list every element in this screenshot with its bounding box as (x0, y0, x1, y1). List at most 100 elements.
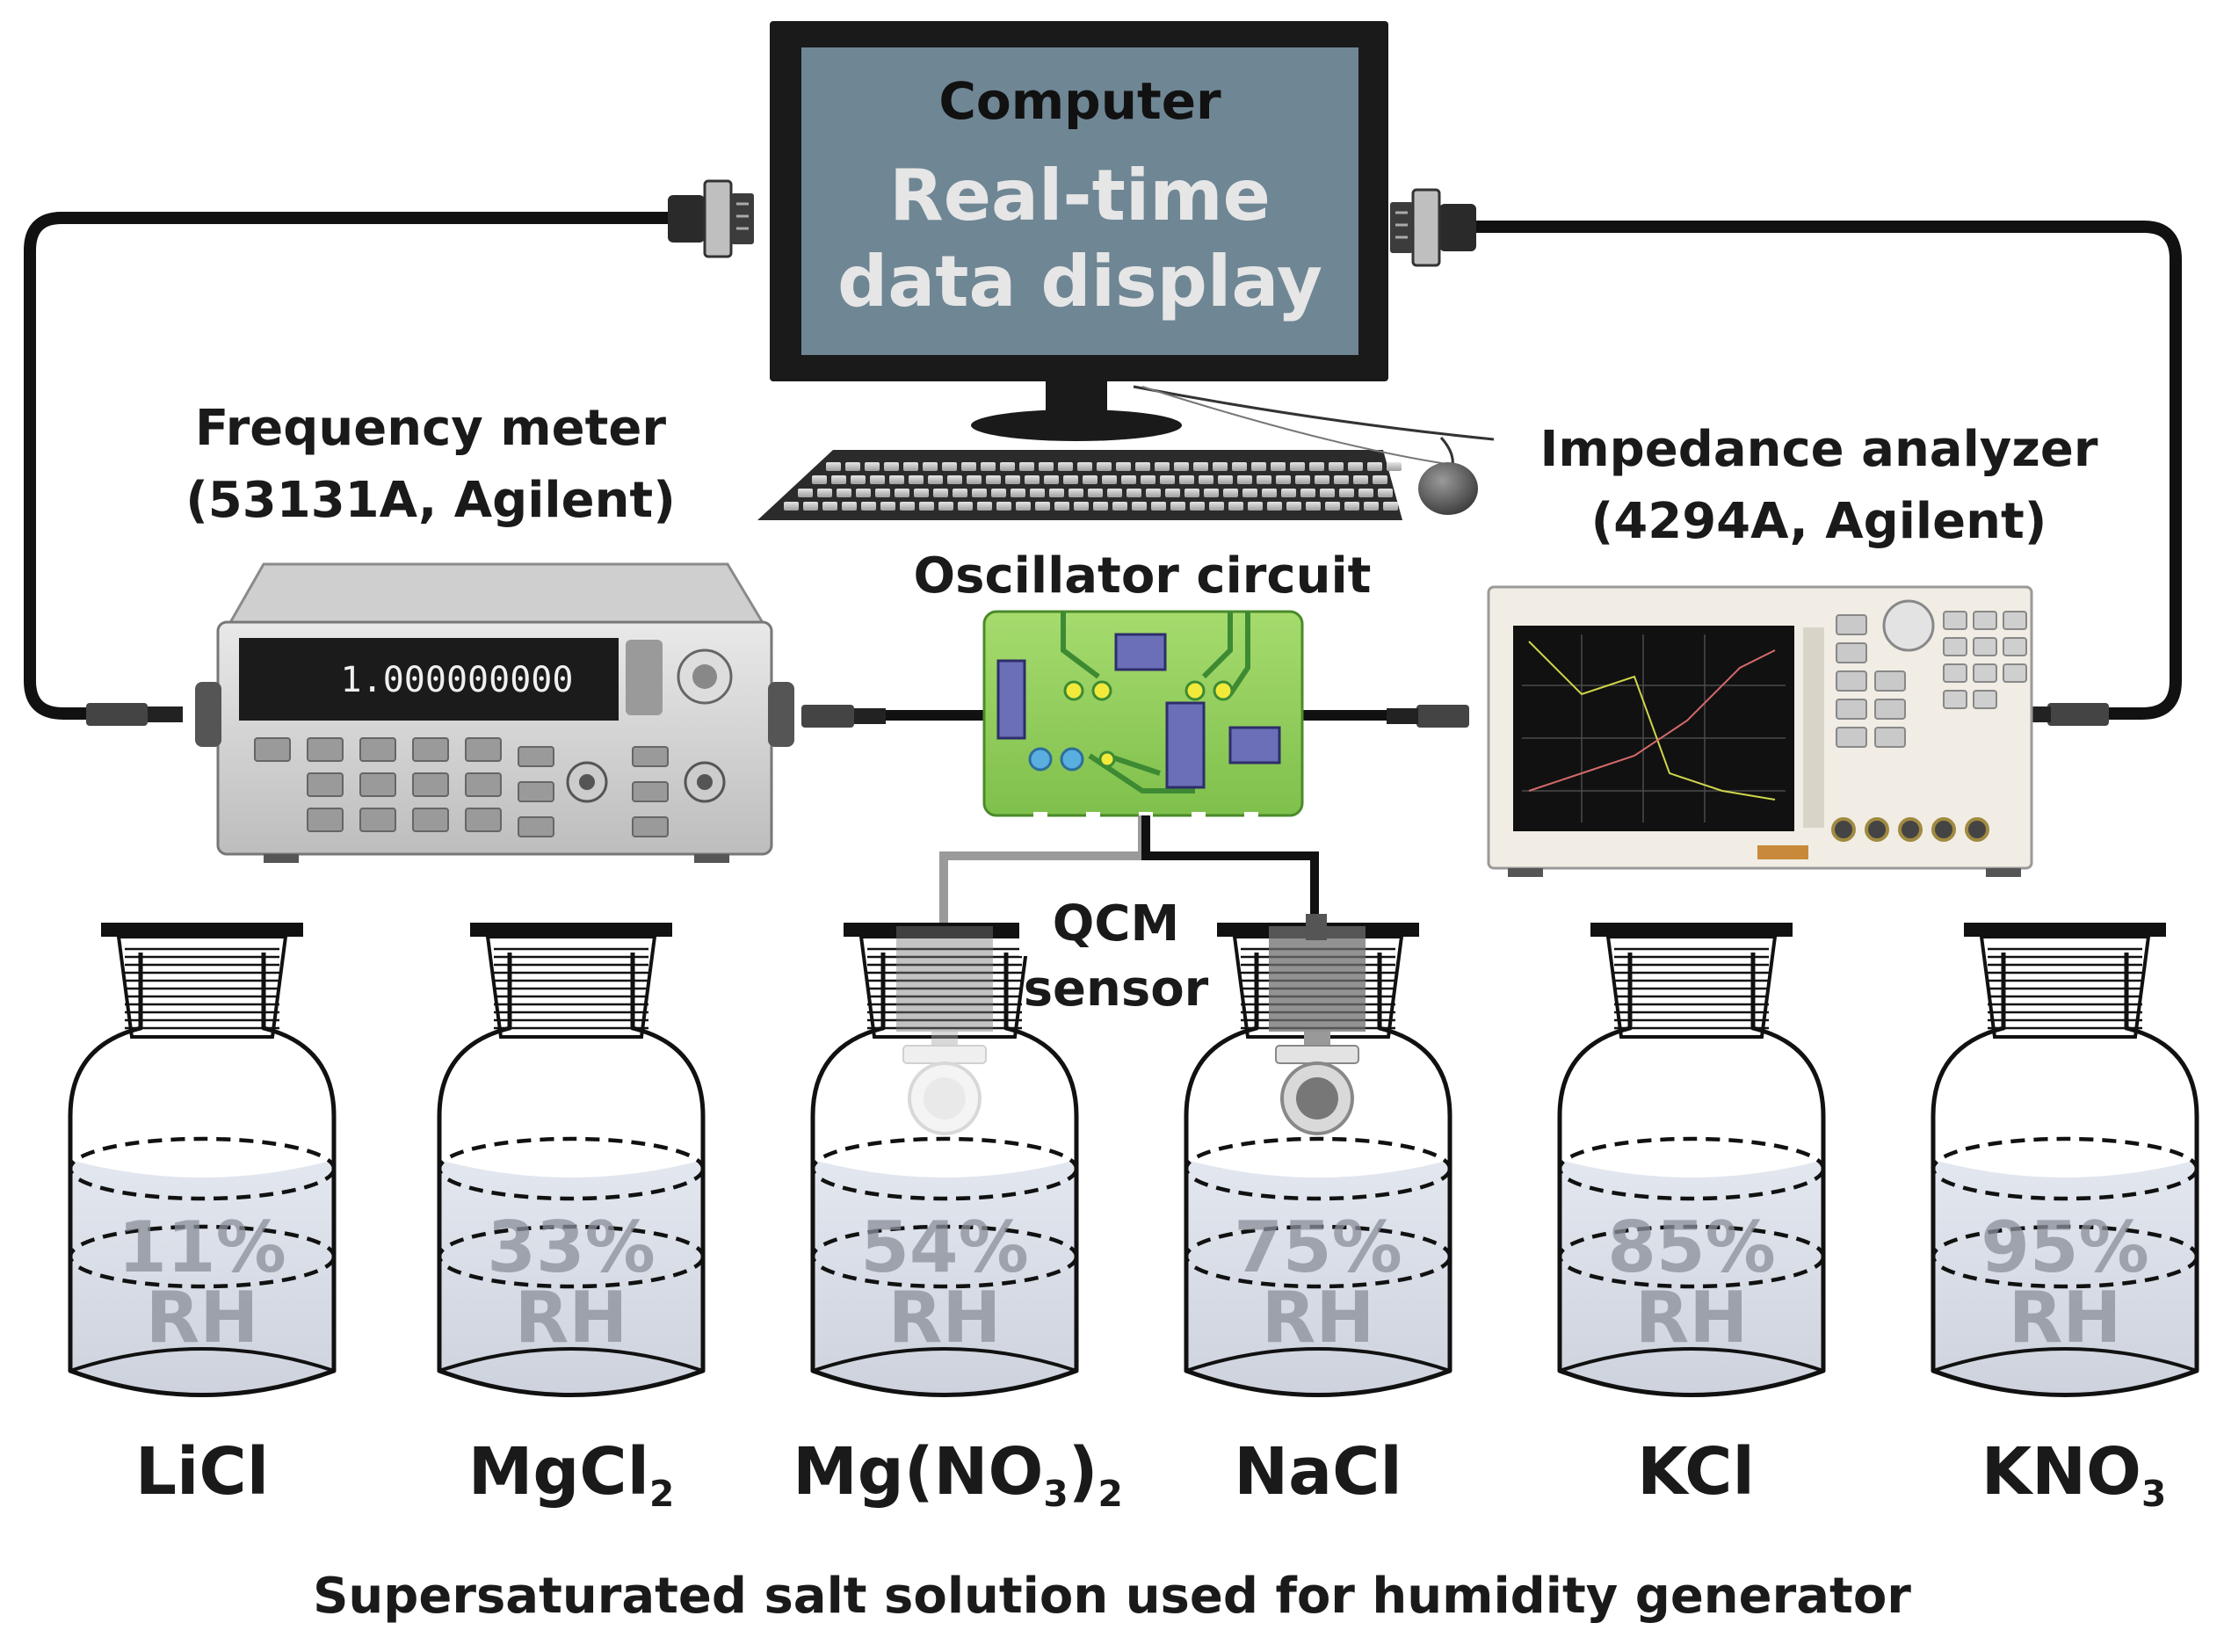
keyboard-key (884, 462, 899, 471)
keyboard-key (1387, 462, 1402, 471)
keyboard-key (1146, 489, 1161, 497)
keyboard-key (831, 475, 846, 484)
keyboard-key (1151, 502, 1166, 511)
keyboard-key (1035, 502, 1050, 511)
salt-label-licl: LiCl (62, 1432, 343, 1511)
keyboard-key (938, 502, 953, 511)
keyboard-key (1179, 475, 1194, 484)
keyboard-key (822, 502, 837, 511)
frequency-meter-device-icon (195, 562, 794, 863)
impedance-analyzer-device-icon (1487, 585, 2033, 877)
figure-caption: Supersaturated salt solution used for hu… (313, 1568, 1911, 1625)
oscillator-circuit-label: Oscillator circuit (913, 547, 1372, 605)
keyboard-key (1030, 489, 1045, 497)
bottle-5-rh-value: 85% (1607, 1206, 1776, 1288)
bottle-5-icon (1557, 923, 1826, 1397)
keyboard-key (1251, 462, 1266, 471)
keyboard-key (1005, 475, 1020, 484)
keyboard-key (1016, 502, 1031, 511)
keyboard-key (1364, 502, 1379, 511)
cable-left (24, 212, 668, 720)
keyboard-key (986, 475, 1001, 484)
keyboard-key (909, 475, 924, 484)
bottle-4-rh-unit: RH (1261, 1277, 1375, 1359)
keyboard-key (1228, 502, 1243, 511)
keyboard-key (1353, 475, 1368, 484)
keyboard-key (1000, 462, 1015, 471)
salt-name: NaCl (1234, 1434, 1402, 1510)
keyboard-key (1025, 475, 1040, 484)
keyboard-key (1074, 502, 1089, 511)
bottle-3-rh-unit: RH (887, 1277, 1002, 1359)
salt-name-tail: ) (1068, 1434, 1098, 1510)
keyboard-key (1329, 462, 1344, 471)
keyboard-key (1348, 462, 1363, 471)
keyboard-key (1320, 489, 1335, 497)
keyboard-key (1174, 462, 1189, 471)
keyboard-key (1165, 489, 1180, 497)
bottle-3-icon (810, 923, 1079, 1397)
keyboard-key (889, 475, 904, 484)
keyboard-key (798, 489, 813, 497)
bottle-2-rh-value: 33% (487, 1206, 656, 1288)
keyboard-key (1248, 502, 1263, 511)
cable-pcb-to-sensor-2 (1141, 815, 1319, 919)
keyboard-key (1088, 489, 1103, 497)
coax-plug-analyzer-icon (1387, 705, 1469, 728)
keyboard-key (870, 475, 885, 484)
bottle-2-icon (437, 923, 706, 1397)
keyboard-key (958, 502, 973, 511)
db-connector-right-icon (1390, 188, 1476, 267)
bottle-4-rh-value: 75% (1234, 1206, 1402, 1288)
keyboard-key (1126, 489, 1141, 497)
salt-label-mgno32: Mg(NO3)2 (773, 1432, 1142, 1533)
keyboard-key (1309, 462, 1324, 471)
keyboard-key (1262, 489, 1277, 497)
keyboard-key (1102, 475, 1117, 484)
keyboard-key (1290, 462, 1305, 471)
keyboard-key (914, 489, 929, 497)
keyboard-key (1044, 475, 1059, 484)
keyboard-key (923, 462, 938, 471)
keyboard-key (837, 489, 851, 497)
keyboard-key (1141, 475, 1155, 484)
salt-name: MgCl (467, 1434, 649, 1510)
keyboard-key (1097, 462, 1112, 471)
salt-subscript: 3 (2141, 1473, 2167, 1516)
keyboard-key (1267, 502, 1282, 511)
keyboard-key (1209, 502, 1224, 511)
keyboard-key (1271, 462, 1286, 471)
keyboard-key (1237, 475, 1252, 484)
keyboard-key (1339, 489, 1354, 497)
keyboard-key (1155, 462, 1170, 471)
frequency-meter-model: (53131A, Agilent) (185, 472, 676, 529)
keyboard-key (961, 462, 976, 471)
keyboard-icon (757, 450, 1402, 520)
keyboard-key (1019, 462, 1034, 471)
salt-subscript-tail: 2 (1098, 1473, 1123, 1516)
keyboard-key (1281, 489, 1296, 497)
bottle-6-icon (1931, 923, 2199, 1397)
keyboard-key (972, 489, 987, 497)
oscillator-pcb-icon (982, 610, 1304, 826)
keyboard-key (1232, 462, 1247, 471)
coax-plug-left-outer-icon (86, 703, 183, 726)
keyboard-key (1107, 489, 1122, 497)
keyboard-key (812, 475, 827, 484)
keyboard-key (1039, 462, 1054, 471)
keyboard-key (865, 462, 880, 471)
keyboard-key (1218, 475, 1233, 484)
computer-title: Computer (938, 71, 1221, 131)
keyboard-key (817, 489, 832, 497)
keyboard-key (1199, 475, 1213, 484)
impedance-analyzer-model: (4294A, Agilent) (1590, 493, 2047, 550)
salt-name: Mg(NO (793, 1434, 1044, 1510)
keyboard-key (851, 475, 866, 484)
keyboard-key (1190, 502, 1205, 511)
qcm-sensor-label-line2: sensor (1023, 960, 1209, 1018)
keyboard-key (1184, 489, 1199, 497)
keyboard-key (784, 502, 799, 511)
keyboard-key (1367, 462, 1382, 471)
